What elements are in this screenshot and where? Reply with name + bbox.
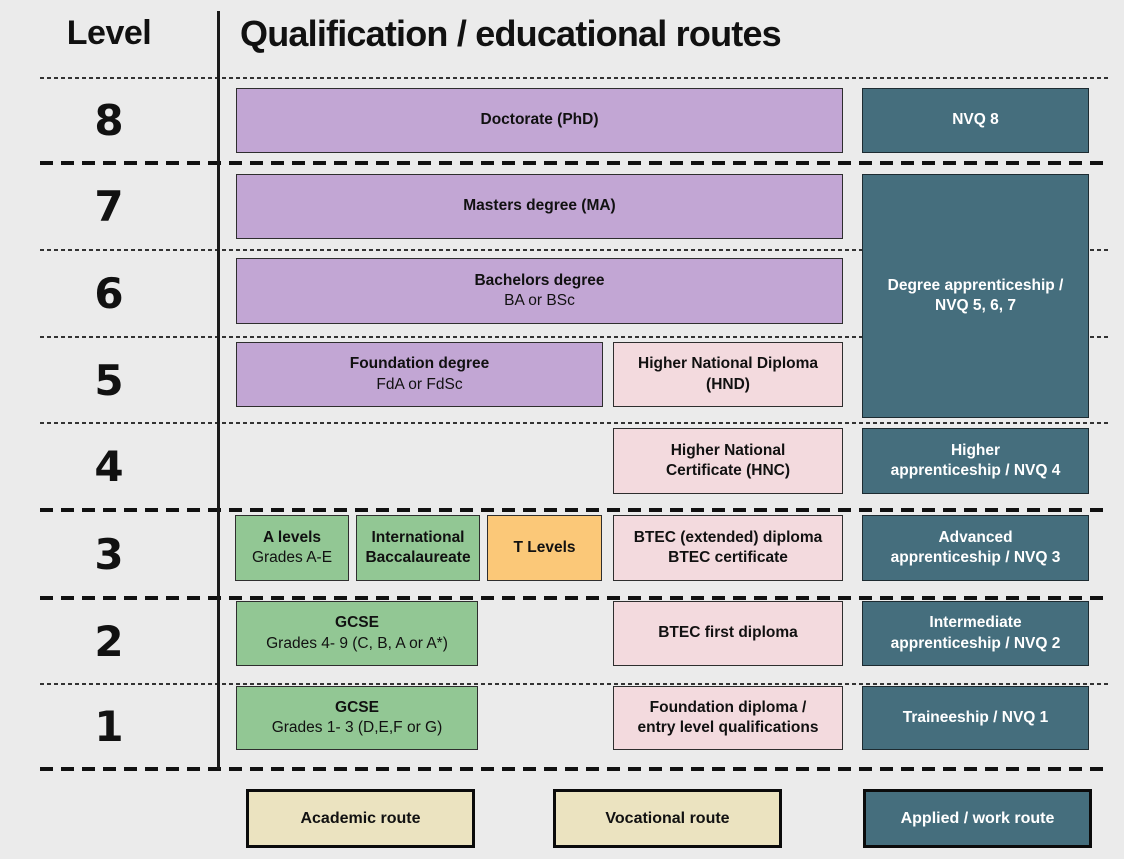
gcse-level1-label: GCSE xyxy=(335,698,379,716)
row-divider xyxy=(40,767,1110,771)
traineeship-box: Traineeship / NVQ 1 xyxy=(862,686,1089,750)
gcse-level2-box: GCSE Grades 4- 9 (C, B, A or A*) xyxy=(236,601,478,666)
degree-apprenticeship-label-line1: Degree apprenticeship / xyxy=(887,276,1064,294)
btec-first-diploma-box: BTEC first diploma xyxy=(613,601,843,666)
row-divider xyxy=(40,77,1110,79)
ib-label-line1: International xyxy=(371,528,465,546)
intermediate-apprenticeship-box: Intermediate apprenticeship / NVQ 2 xyxy=(862,601,1089,666)
bachelors-degree-label: Bachelors degree xyxy=(474,271,605,289)
foundation-degree-sublabel: FdA or FdSc xyxy=(376,375,463,393)
hnd-label-line1: Higher National Diploma xyxy=(638,355,818,373)
gcse-level1-box: GCSE Grades 1- 3 (D,E,F or G) xyxy=(236,686,478,750)
higher-apprenticeship-label-line2: apprenticeship / NVQ 4 xyxy=(890,462,1061,479)
row-divider xyxy=(40,508,1110,512)
page-title: Qualification / educational routes xyxy=(240,13,782,54)
higher-apprenticeship-label-line1: Higher xyxy=(950,441,1001,459)
level-number-6: 6 xyxy=(94,269,124,318)
foundation-degree-box: Foundation degree FdA or FdSc xyxy=(236,342,603,407)
intermediate-apprenticeship-label-line2: apprenticeship / NVQ 2 xyxy=(890,634,1061,652)
international-baccalaureate-box: International Baccalaureate xyxy=(356,515,480,581)
foundation-diploma-label-line1: Foundation diploma / xyxy=(649,698,807,716)
legend-academic-route: Academic route xyxy=(246,789,475,848)
gcse-level2-sublabel: Grades 4- 9 (C, B, A or A*) xyxy=(266,634,448,652)
level-number-1: 1 xyxy=(94,702,124,751)
gcse-level2-label: GCSE xyxy=(335,614,379,632)
intermediate-apprenticeship-label-line1: Intermediate xyxy=(929,614,1022,632)
level-column-header: Level xyxy=(66,14,152,52)
level-number-8: 8 xyxy=(94,96,124,145)
nvq8-label: NVQ 8 xyxy=(952,111,999,129)
t-levels-box: T Levels xyxy=(487,515,602,581)
row-divider xyxy=(40,336,1110,338)
hnd-label-line2: (HND) xyxy=(706,375,750,393)
row-divider xyxy=(40,422,1110,424)
vertical-divider xyxy=(217,11,220,769)
a-levels-box: A levels Grades A-E xyxy=(235,515,349,581)
advanced-apprenticeship-box: Advanced apprenticeship / NVQ 3 xyxy=(862,515,1089,581)
a-levels-label: A levels xyxy=(262,528,322,546)
advanced-apprenticeship-label-line1: Advanced xyxy=(938,528,1013,546)
hnc-label-line2: Certificate (HNC) xyxy=(665,462,790,479)
advanced-apprenticeship-label-line2: apprenticeship / NVQ 3 xyxy=(890,549,1061,566)
bachelors-degree-box: Bachelors degree BA or BSc xyxy=(236,258,843,324)
btec-extended-label-line2: BTEC certificate xyxy=(668,549,788,566)
degree-apprenticeship-label-line2: NVQ 5, 6, 7 xyxy=(935,297,1016,314)
level-number-4: 4 xyxy=(94,442,124,491)
masters-degree-label: Masters degree (MA) xyxy=(463,197,616,215)
degree-apprenticeship-box: Degree apprenticeship / NVQ 5, 6, 7 xyxy=(862,174,1089,418)
t-levels-label: T Levels xyxy=(513,538,576,556)
legend-academic-label: Academic route xyxy=(300,809,421,827)
row-divider xyxy=(40,249,1110,251)
foundation-degree-label: Foundation degree xyxy=(349,355,490,373)
hnc-label-line1: Higher National xyxy=(670,441,786,459)
legend-applied-work-route: Applied / work route xyxy=(863,789,1092,848)
level-number-7: 7 xyxy=(94,182,124,231)
level-number-2: 2 xyxy=(94,616,124,666)
btec-extended-diploma-box: BTEC (extended) diploma BTEC certificate xyxy=(613,515,843,581)
hnd-box: Higher National Diploma (HND) xyxy=(613,342,843,407)
masters-degree-box: Masters degree (MA) xyxy=(236,174,843,239)
gcse-level1-sublabel: Grades 1- 3 (D,E,F or G) xyxy=(271,719,443,736)
traineeship-label: Traineeship / NVQ 1 xyxy=(902,708,1049,726)
level-number-3: 3 xyxy=(94,529,124,579)
doctorate-box: Doctorate (PhD) xyxy=(236,88,843,153)
ib-label-line2: Baccalaureate xyxy=(365,549,471,566)
row-divider xyxy=(40,161,1110,165)
legend-vocational-label: Vocational route xyxy=(605,809,730,827)
a-levels-sublabel: Grades A-E xyxy=(251,549,333,566)
foundation-diploma-label-line2: entry level qualifications xyxy=(637,719,819,736)
level-number-5: 5 xyxy=(94,355,124,405)
foundation-diploma-box: Foundation diploma / entry level qualifi… xyxy=(613,686,843,750)
row-divider xyxy=(40,683,1110,685)
nvq8-box: NVQ 8 xyxy=(862,88,1089,153)
legend-applied-label: Applied / work route xyxy=(900,809,1055,827)
btec-extended-label-line1: BTEC (extended) diploma xyxy=(633,528,823,546)
legend-vocational-route: Vocational route xyxy=(553,789,782,848)
bachelors-degree-sublabel: BA or BSc xyxy=(504,292,575,309)
doctorate-label: Doctorate (PhD) xyxy=(480,111,599,129)
btec-first-diploma-label: BTEC first diploma xyxy=(658,624,798,642)
higher-apprenticeship-box: Higher apprenticeship / NVQ 4 xyxy=(862,428,1089,494)
row-divider xyxy=(40,596,1110,600)
hnc-box: Higher National Certificate (HNC) xyxy=(613,428,843,494)
